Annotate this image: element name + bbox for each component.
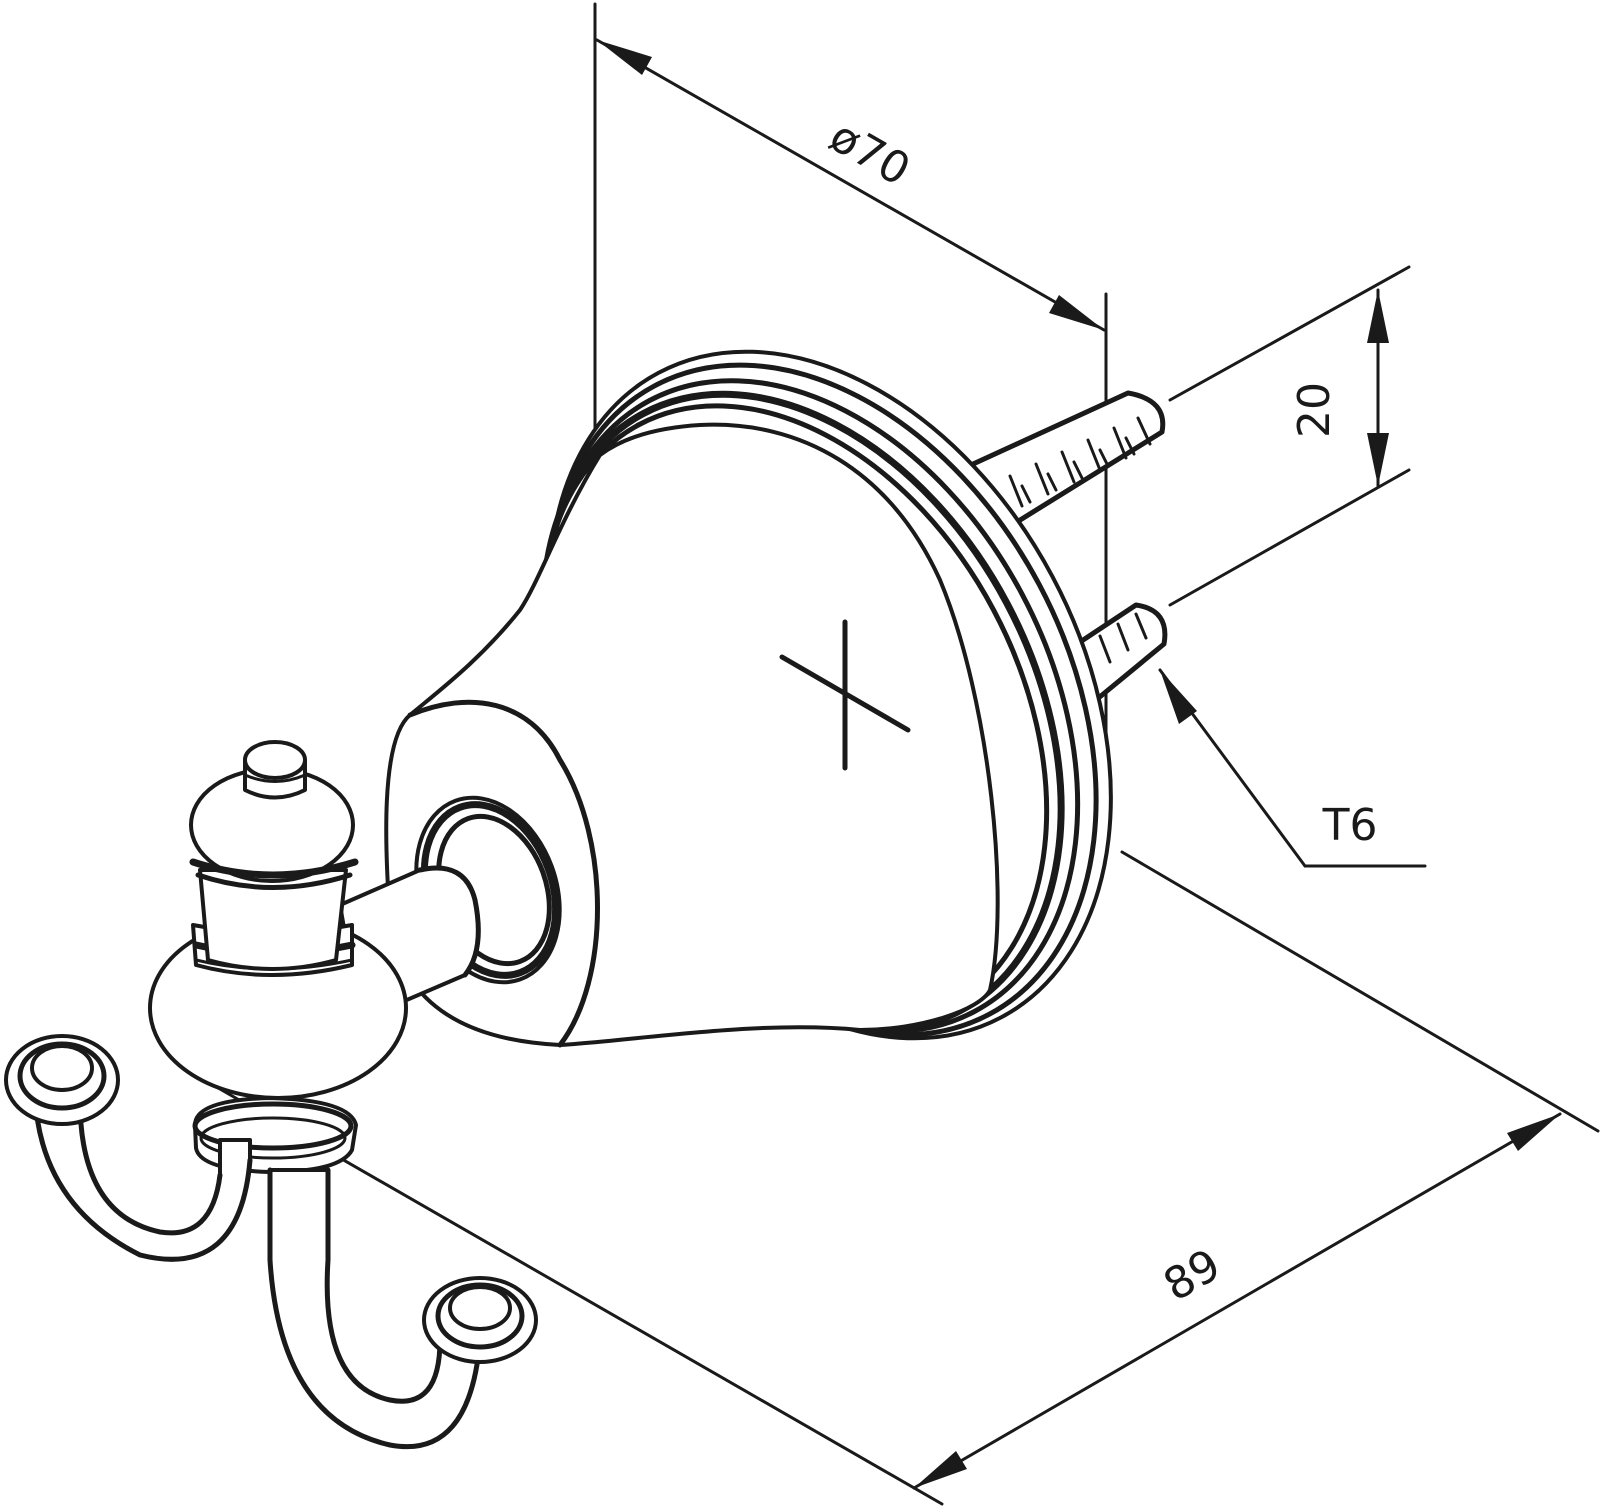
extension-line-lower-dowel — [1168, 468, 1411, 607]
dimension-label-depth: 89 — [1155, 1239, 1229, 1311]
dimension-diameter: ø70 — [593, 2, 1108, 832]
hook-right — [267, 1167, 538, 1450]
dimension-line-diameter — [595, 38, 1106, 332]
center-mark-horizontal — [779, 654, 911, 733]
wall-dowel-upper — [957, 390, 1166, 533]
arrowhead-diameter-end — [1049, 295, 1104, 330]
dimension-label-diameter: ø70 — [821, 111, 918, 196]
extension-line-wall — [1120, 850, 1600, 1133]
dimension-height: 20 — [1168, 265, 1411, 607]
hook-left — [4, 1034, 253, 1262]
dimension-label-anchor: T6 — [1322, 800, 1378, 851]
arrowhead-height-top — [1367, 290, 1389, 343]
arrowhead-leader — [1160, 670, 1197, 724]
arrowhead-depth-start — [914, 1451, 967, 1488]
extension-line-upper-dowel — [1168, 265, 1411, 402]
top-finial — [189, 740, 359, 971]
dimension-label-height: 20 — [1289, 382, 1340, 438]
leader-anchor: T6 — [1158, 668, 1427, 868]
arrowhead-height-bottom — [1367, 433, 1389, 486]
dimension-line-depth — [912, 1112, 1562, 1490]
arrowhead-diameter-start — [597, 40, 652, 75]
arrowhead-depth-end — [1507, 1114, 1560, 1151]
